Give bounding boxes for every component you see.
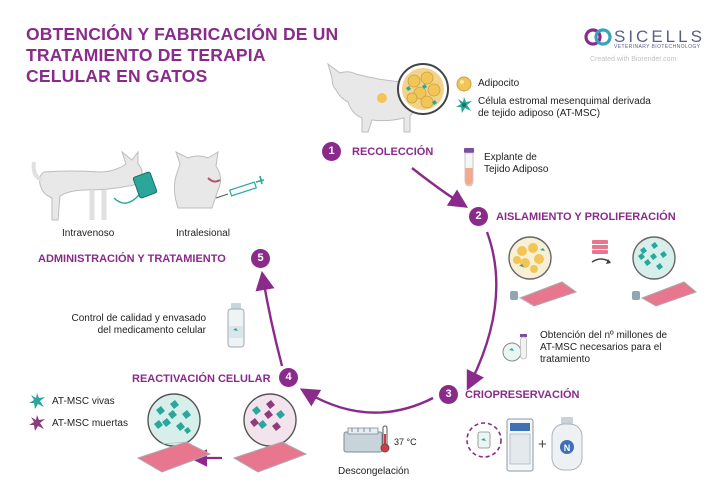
- cell-count-line-2: AT-MSC necesarios para el: [540, 342, 662, 353]
- legend-alive-label: AT-MSC vivas: [52, 396, 115, 407]
- quality-control-label: Control de calidad y envasado del medica…: [54, 313, 206, 337]
- reactivated-flask-right-icon: [232, 393, 308, 473]
- culture-flask-2-icon: [632, 236, 697, 307]
- dead-cell-icon: [29, 415, 45, 431]
- biorender-credit: Created with Biorender.com: [590, 56, 677, 63]
- adipocyte-icon: [456, 76, 472, 92]
- arrow-4-to-5: [255, 270, 284, 367]
- quality-control-line-1: Control de calidad y envasado: [71, 313, 206, 324]
- step-4-badge: 4: [279, 368, 298, 387]
- title-line-1: OBTENCIÓN Y FABRICACIÓN DE UN: [26, 24, 339, 44]
- intralesional-label: Intralesional: [176, 228, 230, 239]
- cell-count-line-1: Obtención del nº millones de: [540, 330, 668, 341]
- legend-adipocyte-label: Adipocito: [478, 78, 520, 89]
- logo-subtitle: VETERINARY BIOTECHNOLOGY: [614, 44, 701, 50]
- legend-at-msc-line-1: Célula estromal mesenquimal derivada: [478, 96, 651, 107]
- arrow-1-to-2: [411, 167, 469, 208]
- at-msc-cell-icon: [456, 97, 472, 113]
- cat-intravenous-icon: [31, 150, 158, 221]
- step-4-label: REACTIVACIÓN CELULAR: [132, 373, 271, 385]
- step-3-label: CRIOPRESERVACIÓN: [465, 389, 580, 401]
- step-1-label: RECOLECCIÓN: [352, 146, 434, 158]
- step-1-badge: 1: [322, 142, 341, 161]
- title-line-3: CELULAR EN GATOS: [26, 66, 208, 86]
- thaw-label: Descongelación: [338, 466, 410, 477]
- explant-line-2: Tejido Adiposo: [484, 164, 549, 175]
- step-5-label: ADMINISTRACIÓN Y TRATAMIENTO: [38, 253, 226, 265]
- step-2-badge: 2: [469, 207, 488, 226]
- step-3-badge: 3: [439, 385, 458, 404]
- temperature-label: 37 °C: [394, 437, 417, 447]
- plus-sign: +: [538, 436, 547, 453]
- quality-control-line-2: del medicamento celular: [97, 325, 206, 336]
- sicells-logo-icon: [584, 28, 612, 46]
- cell-count-label: Obtención del nº millones de AT-MSC nece…: [540, 330, 667, 366]
- legend-at-msc-line-2: de tejido adiposo (AT-MSC): [478, 108, 601, 119]
- explant-tube-icon: [464, 148, 474, 187]
- explant-label: Explante de Tejido Adiposo: [484, 152, 549, 176]
- logo-name: SICELLS: [614, 27, 705, 46]
- thermometer-icon: [380, 425, 390, 453]
- legend-dead-label: AT-MSC muertas: [52, 418, 128, 429]
- culture-flask-1-icon: [508, 236, 578, 307]
- nitrogen-symbol: N: [564, 443, 571, 453]
- legend-at-msc-label: Célula estromal mesenquimal derivada de …: [478, 96, 651, 120]
- water-bath-icon: [343, 427, 383, 453]
- cryovial-icon: [466, 422, 502, 458]
- cat-intralesional-icon: [173, 151, 265, 209]
- intravenous-label: Intravenoso: [62, 228, 115, 239]
- arrow-2-to-3: [466, 231, 498, 391]
- freezer-icon: [506, 418, 534, 472]
- alive-cell-icon: [29, 393, 45, 409]
- nitrogen-tank-icon: N: [551, 417, 583, 471]
- step-2-label: AISLAMIENTO Y PROLIFERACIÓN: [496, 211, 676, 223]
- reactivated-flask-left-icon: [136, 393, 212, 473]
- page-title: OBTENCIÓN Y FABRICACIÓN DE UN TRATAMIENT…: [26, 24, 339, 87]
- explant-line-1: Explante de: [484, 152, 537, 163]
- arrow-3-to-4: [299, 388, 434, 414]
- cell-count-line-3: tratamiento: [540, 354, 591, 365]
- adipose-zoom-icon: [397, 63, 449, 115]
- medication-vial-icon: [227, 303, 245, 348]
- step-5-badge: 5: [251, 249, 270, 268]
- incubation-icon: [591, 240, 611, 264]
- syringe: [215, 175, 265, 199]
- title-line-2: TRATAMIENTO DE TERAPIA: [26, 45, 266, 65]
- cell-count-tube-icon: [502, 334, 527, 362]
